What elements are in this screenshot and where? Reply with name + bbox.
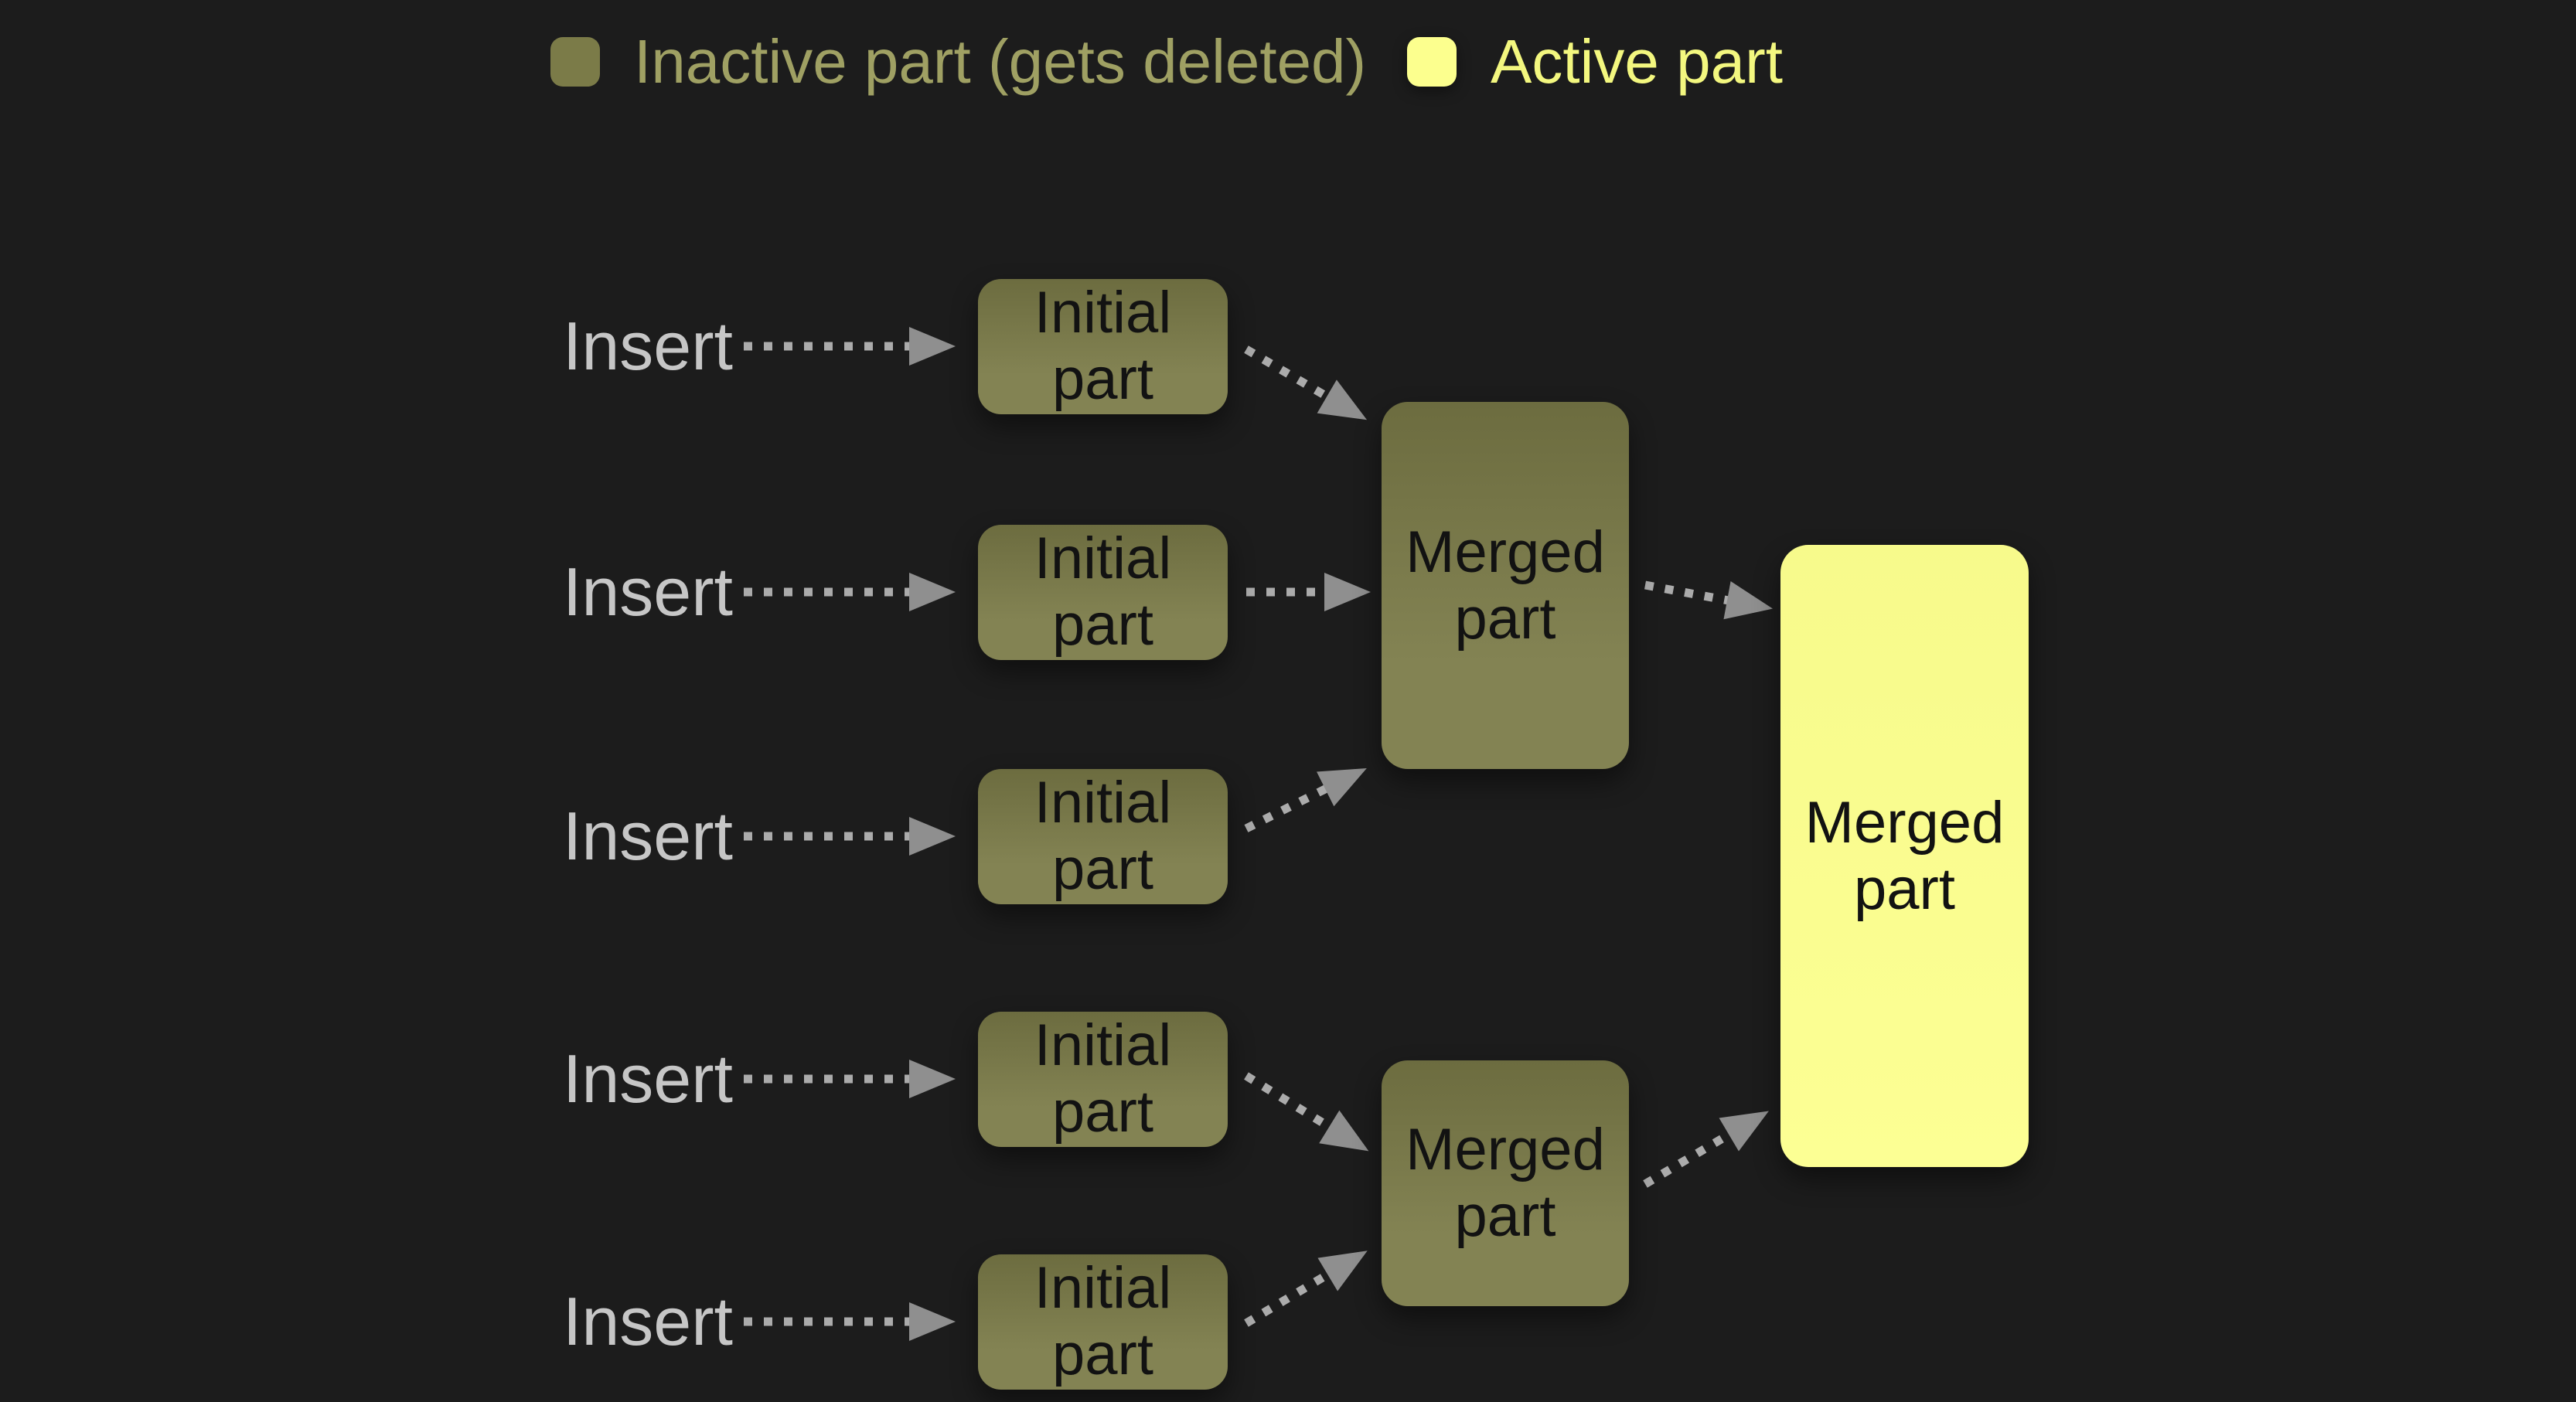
arrow-initial-1-to-merged-1 bbox=[1244, 345, 1368, 420]
legend-label-inactive: Inactive part (gets deleted) bbox=[634, 27, 1367, 96]
inactive-part-swatch bbox=[550, 37, 600, 87]
legend-item-inactive: Inactive part (gets deleted) bbox=[550, 31, 1366, 93]
initial-part-1: Initial part bbox=[978, 278, 1228, 414]
insert-label-4: Insert bbox=[562, 1040, 733, 1117]
initial-part-3: Initial part bbox=[978, 768, 1228, 904]
initial-part-2: Initial part bbox=[978, 524, 1228, 660]
arrow-merged-2-to-active bbox=[1643, 1111, 1769, 1188]
arrow-merged-1-to-active bbox=[1644, 580, 1774, 620]
active-part-swatch bbox=[1407, 37, 1457, 87]
merged-part-active: Merged part bbox=[1780, 545, 2029, 1167]
initial-part-4: Initial part bbox=[978, 1011, 1228, 1147]
arrow-initial-5-to-merged-2 bbox=[1244, 1251, 1368, 1327]
insert-label-3: Insert bbox=[562, 798, 733, 874]
merged-part-1: Merged part bbox=[1382, 402, 1629, 769]
arrow-initial-4-to-merged-2 bbox=[1244, 1072, 1369, 1152]
merged-part-2: Merged part bbox=[1382, 1060, 1629, 1306]
insert-label-5: Insert bbox=[562, 1283, 733, 1359]
legend-label-active: Active part bbox=[1491, 27, 1783, 96]
legend-item-active: Active part bbox=[1407, 31, 1783, 93]
initial-part-5: Initial part bbox=[978, 1254, 1228, 1390]
insert-label-2: Insert bbox=[562, 553, 733, 630]
insert-label-1: Insert bbox=[562, 308, 733, 384]
arrow-initial-3-to-merged-1 bbox=[1244, 768, 1367, 832]
